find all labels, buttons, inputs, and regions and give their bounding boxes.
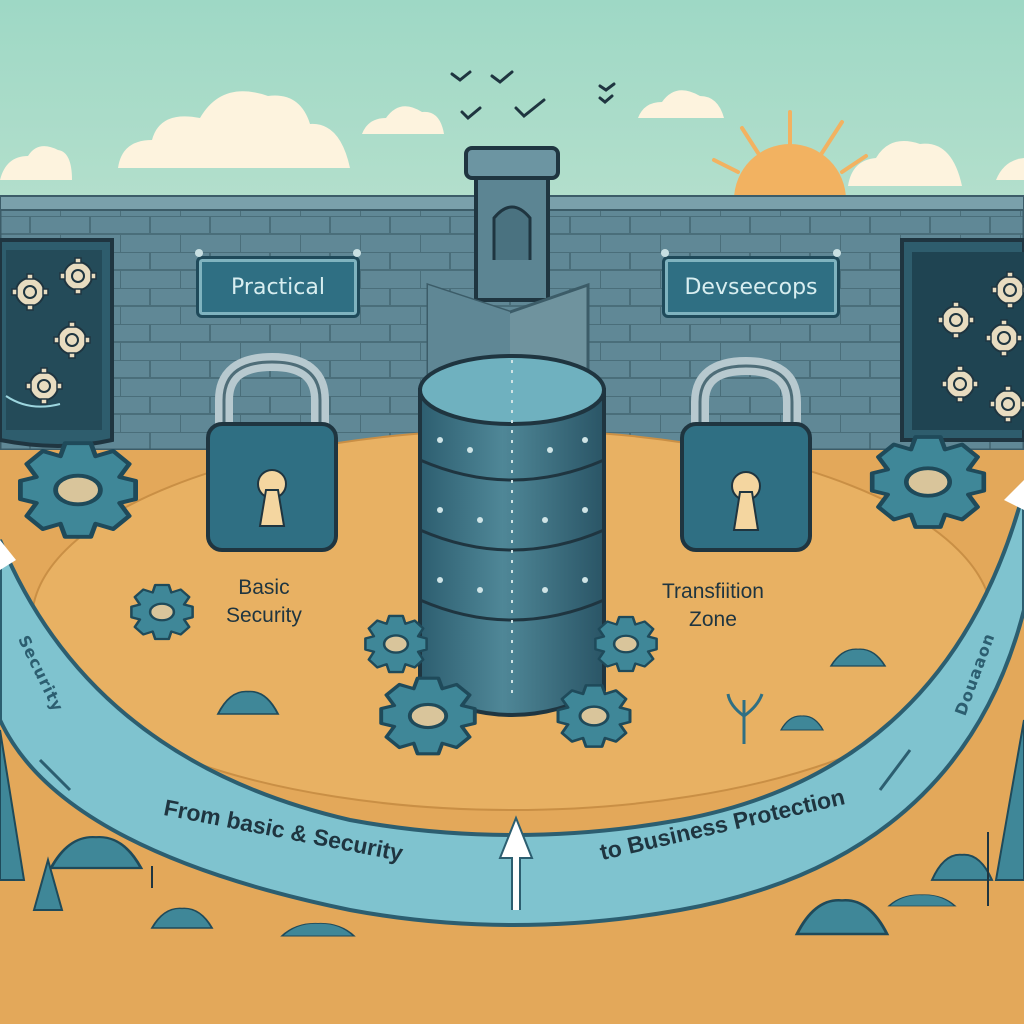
zone-label-left-line2: Security xyxy=(226,604,302,628)
zone-label-left: Basic Security xyxy=(226,574,302,631)
left-gear-panel xyxy=(0,238,114,448)
database-cylinder xyxy=(418,354,606,717)
banner-right-edge-text: Douaaon xyxy=(951,630,998,718)
sign-practical: Practical xyxy=(195,249,361,318)
clouds xyxy=(0,90,1024,186)
zone-label-left-line1: Basic xyxy=(238,576,290,599)
central-tower xyxy=(426,146,590,382)
zone-label-right-line2: Zone xyxy=(689,608,737,632)
lock-icon xyxy=(680,356,812,552)
banner-left-text: From basic & Security xyxy=(162,794,406,866)
right-gear-panel xyxy=(900,238,1024,442)
banner-right-text: to Business Protection xyxy=(597,783,847,865)
zone-label-right-line1: Transfiition xyxy=(662,580,764,603)
banner-left-edge-text: Security xyxy=(14,632,67,715)
terrain-details xyxy=(0,648,1024,938)
lock-icon xyxy=(206,352,338,552)
sign-devseecops-label: Devseecops xyxy=(684,274,818,300)
sign-devseecops: Devseecops xyxy=(661,249,841,318)
birds xyxy=(450,70,616,121)
sign-practical-label: Practical xyxy=(231,274,325,300)
zone-label-right: Transfiition Zone xyxy=(662,578,764,635)
